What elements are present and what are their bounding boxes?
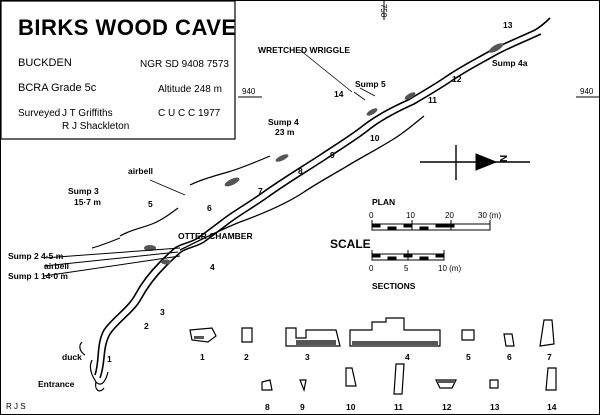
- sump2-label: Sump 2 4·5 m: [8, 251, 64, 261]
- title-box: [0, 0, 236, 140]
- surveyor-1: J T Griffiths: [62, 108, 113, 119]
- plan-scale-bar: [371, 220, 491, 231]
- airbell2-label: airbell: [44, 261, 70, 271]
- wretched-wriggle-label: WRETCHED WRIGGLE: [258, 45, 351, 55]
- station-6: 6: [207, 203, 212, 213]
- grid-easting-label: 758: [379, 3, 389, 18]
- sump4-depth: 23 m: [275, 127, 295, 137]
- grid-reference: NGR SD 9408 7573: [140, 59, 229, 70]
- section-11-label: 11: [394, 402, 403, 412]
- club-label: C U C C 1977: [158, 108, 221, 119]
- station-10: 10: [370, 133, 380, 143]
- entrance-label: Entrance: [38, 379, 75, 389]
- passage-plan: [91, 17, 551, 379]
- section-3-label: 3: [305, 352, 310, 362]
- surveyor-2: R J Shackleton: [62, 121, 130, 132]
- duck-label: duck: [62, 352, 82, 362]
- station-9: 9: [330, 150, 335, 160]
- sump-lines: [43, 247, 181, 277]
- station-13: 13: [503, 20, 513, 30]
- sump5-label: Sump 5: [355, 79, 386, 89]
- sections-tick-5: 5: [404, 264, 409, 273]
- sump3-depth: 15·7 m: [74, 197, 101, 207]
- station-8: 8: [298, 166, 303, 176]
- section-4-label: 4: [405, 352, 410, 362]
- plan-tick-20: 20: [445, 211, 454, 220]
- surveyed-label: Surveyed: [18, 108, 61, 119]
- plan-tick-0: 0: [369, 211, 374, 220]
- section-9-label: 9: [300, 402, 305, 412]
- section-12-label: 12: [442, 402, 452, 412]
- cross-sections: [189, 317, 557, 395]
- altitude-label: Altitude 248 m: [158, 84, 222, 95]
- section-10-label: 10: [346, 402, 356, 412]
- north-arrow: [420, 145, 530, 180]
- surveyor-initials: R J S: [6, 402, 26, 411]
- station-11: 11: [428, 95, 437, 105]
- sections-tick-0: 0: [369, 264, 374, 273]
- section-6-label: 6: [507, 352, 512, 362]
- station-1: 1: [107, 354, 112, 364]
- grid-northing-left-label: 940: [242, 87, 256, 96]
- sump4a-label: Sump 4a: [492, 58, 528, 68]
- station-14: 14: [334, 89, 344, 99]
- scale-title: SCALE: [330, 237, 371, 251]
- section-14-label: 14: [547, 402, 557, 412]
- section-2-label: 2: [244, 352, 249, 362]
- station-3: 3: [160, 307, 165, 317]
- plan-tick-10: 10: [406, 211, 415, 220]
- section-5-label: 5: [466, 352, 471, 362]
- location-label: BUCKDEN: [18, 57, 72, 69]
- north-label: N: [497, 154, 509, 163]
- leader-lines: [149, 49, 376, 196]
- section-8-label: 8: [265, 402, 270, 412]
- sump3-label: Sump 3: [68, 186, 99, 196]
- cross-section-water: [194, 336, 454, 383]
- sections-scale-bar: [371, 250, 445, 261]
- station-2: 2: [144, 321, 149, 331]
- section-7-label: 7: [547, 352, 552, 362]
- sections-scale-label: SECTIONS: [372, 281, 416, 291]
- sump1-label: Sump 1 14·0 m: [8, 271, 68, 281]
- station-12: 12: [452, 74, 462, 84]
- station-7: 7: [258, 186, 263, 196]
- section-13-label: 13: [490, 402, 500, 412]
- plan-tick-30: 30 (m): [478, 211, 502, 220]
- station-5: 5: [148, 199, 153, 209]
- section-1-label: 1: [200, 352, 205, 362]
- station-4: 4: [210, 262, 215, 272]
- map-title: BIRKS WOOD CAVE: [18, 15, 237, 40]
- sump4-label: Sump 4: [268, 117, 299, 127]
- otter-chamber-label: OTTER CHAMBER: [178, 231, 253, 241]
- bcra-grade: BCRA Grade 5c: [18, 82, 97, 94]
- entrance-passage: [79, 341, 109, 392]
- airbell-label: airbell: [128, 166, 154, 176]
- grid-northing-right-label: 940: [580, 87, 594, 96]
- plan-scale-label: PLAN: [372, 197, 396, 207]
- sections-tick-10: 10 (m): [438, 264, 462, 273]
